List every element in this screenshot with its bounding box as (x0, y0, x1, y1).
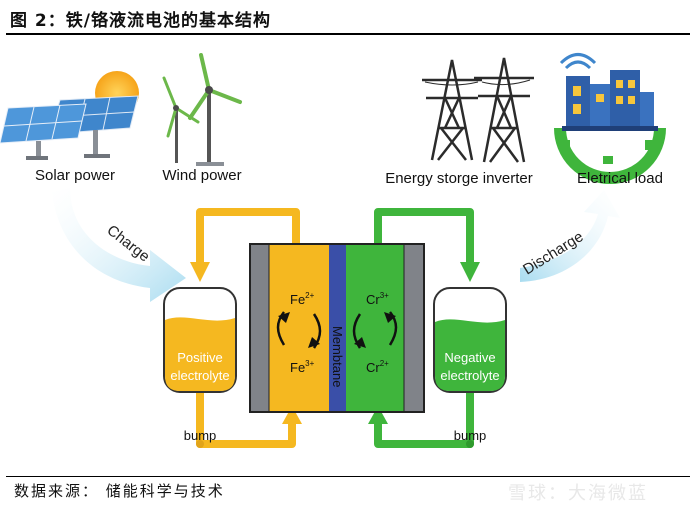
wind-power-label: Wind power (162, 167, 241, 184)
electrical-load-icon (554, 53, 666, 184)
negative-electrode (404, 245, 423, 411)
charge-arrow: Charge (52, 188, 186, 302)
left-pump-label: bump (184, 428, 217, 443)
bottom-rule (6, 476, 690, 477)
watermark: 雪球：大海微蓝 (508, 483, 648, 504)
cr3-ion-label: Cr3+ (366, 291, 389, 307)
negative-return-arrowhead (460, 262, 480, 282)
right-pump-label: bump (454, 428, 487, 443)
negative-half-cell (346, 245, 404, 411)
electrical-load-label: Eletrical load (577, 170, 663, 187)
fe-up-arrowhead (278, 312, 290, 323)
positive-flow-pipes (196, 208, 300, 448)
negative-electrolyte-label-line2: electrolyte (440, 368, 499, 383)
fe3-ion-label: Fe3+ (290, 359, 315, 375)
cr2-ion-label: Cr2+ (366, 359, 389, 375)
positive-electrolyte-label-line1: Positive (177, 350, 223, 365)
fe2-ion-label: Fe2+ (290, 291, 315, 307)
cr-up-arrowhead (384, 312, 396, 323)
membrane-label: Membtane (330, 326, 345, 387)
discharge-arrow: Discharge (520, 190, 620, 282)
wind-turbine-icon (162, 53, 242, 166)
membrane (329, 245, 346, 411)
solar-panel-icon (0, 71, 139, 160)
positive-electrolyte-tank (163, 287, 237, 393)
cr-down-arrowhead (354, 337, 366, 348)
source-note: 数据来源： 储能科学与技术 (14, 482, 225, 500)
negative-feed-arrowhead (368, 406, 388, 424)
figure-title: 图 2：铁/铬液流电池的基本结构 (10, 11, 271, 31)
top-rule (6, 33, 690, 35)
positive-return-arrowhead (190, 262, 210, 282)
right-pump-icon (466, 440, 474, 448)
positive-feed-arrowhead (282, 406, 302, 424)
negative-electrolyte-label-line1: Negative (444, 350, 495, 365)
energy-storage-inverter-label: Energy storge inverter (385, 170, 533, 187)
positive-electrolyte-label-line2: electrolyte (170, 368, 229, 383)
transmission-tower-icon (422, 57, 534, 163)
negative-electrolyte-tank (433, 287, 507, 393)
left-pump-icon (196, 440, 204, 448)
fe-down-arrowhead (308, 337, 320, 348)
solar-power-label: Solar power (35, 167, 115, 184)
positive-electrode (251, 245, 269, 411)
negative-flow-pipes (374, 208, 474, 448)
